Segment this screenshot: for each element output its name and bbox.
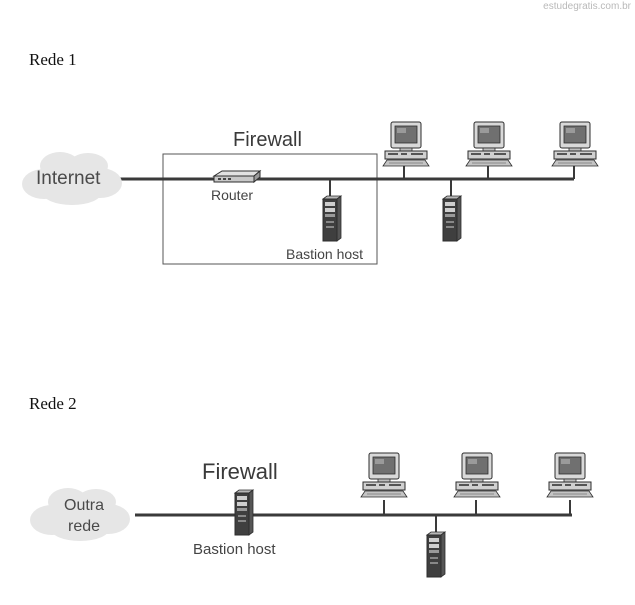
computer-icon <box>453 452 501 498</box>
rede1-title: Rede 1 <box>29 50 77 69</box>
server-tower-icon <box>426 531 446 578</box>
computer-icon <box>360 452 408 498</box>
outra-rede-label-line1: Outra <box>64 497 105 514</box>
rede1-firewall-label: Firewall <box>233 129 302 151</box>
rede2-firewall-label: Firewall <box>202 459 278 484</box>
rede2-diagram <box>30 452 594 578</box>
server-tower-icon <box>234 489 254 536</box>
rede2-bastion-label: Bastion host <box>193 541 276 558</box>
computer-icon <box>546 452 594 498</box>
router-label: Router <box>211 187 254 203</box>
rede2-title: Rede 2 <box>29 394 77 413</box>
outra-rede-label-line2: rede <box>68 518 101 535</box>
internet-label: Internet <box>36 168 101 189</box>
server-tower-icon <box>442 195 462 242</box>
router-icon <box>213 170 261 183</box>
watermark: estudegratis.com.br <box>543 1 631 12</box>
computer-icon <box>382 121 430 167</box>
server-tower-icon <box>322 195 342 242</box>
rede1-bastion-label: Bastion host <box>286 246 364 262</box>
computer-icon <box>465 121 513 167</box>
rede1-diagram <box>22 121 599 265</box>
firewall-boundary <box>162 153 378 265</box>
computer-icon <box>551 121 599 167</box>
